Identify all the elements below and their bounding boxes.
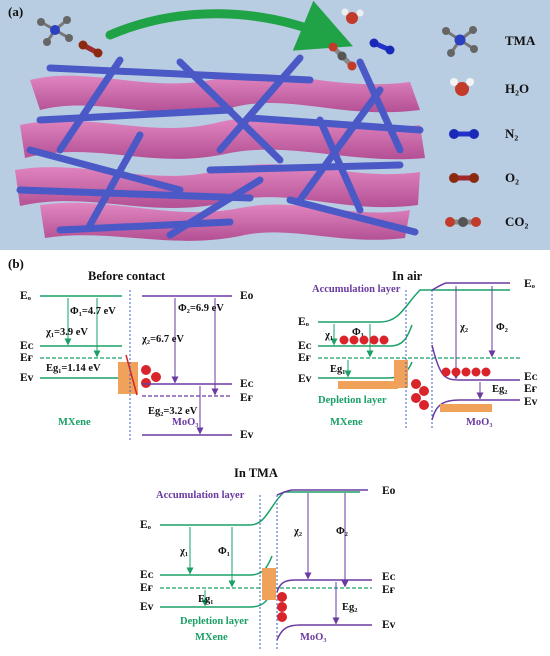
before-eo-right: Eo xyxy=(240,290,254,302)
before-eg2: Eg₂=3.2 eV xyxy=(148,406,198,417)
legend-label-tma: TMA xyxy=(505,33,536,48)
air-eo-left: Eₒ xyxy=(298,316,310,328)
tma-mxene-label: MXene xyxy=(195,632,228,643)
before-eo-left: Eₒ xyxy=(20,290,32,302)
before-mxene-label: MXene xyxy=(58,417,91,428)
gas-flow-arrow xyxy=(105,0,353,51)
tma-ef-left: Eғ xyxy=(140,582,153,594)
water-legend-icon xyxy=(450,78,474,96)
before-phi2: Φ₂=6.9 eV xyxy=(178,303,224,314)
tma-eo-left: Eₒ xyxy=(140,519,152,531)
before-chi1: χ₁=3.9 eV xyxy=(45,327,88,338)
water-molecule-product xyxy=(341,8,364,24)
legend-label-water: H₂O xyxy=(505,81,529,96)
before-ef-left: Eғ xyxy=(20,352,33,364)
tma-eo-right: Eo xyxy=(382,485,396,497)
tma-molecule-source xyxy=(37,16,73,46)
tma-ec-right: Eᴄ xyxy=(382,571,396,583)
air-mxene-label: MXene xyxy=(330,417,363,428)
tma-accumulation-label: Accumulation layer xyxy=(156,490,245,501)
before-ec-right: Eᴄ xyxy=(240,378,254,390)
in-air-diagram: In air Accumulation layer Eₒ Eᴄ Eғ Eᴠ χ₁… xyxy=(298,269,538,428)
tma-eg2: Eg₂ xyxy=(342,602,357,613)
air-ec-left: Eᴄ xyxy=(298,340,312,352)
before-ec-left: Eᴄ xyxy=(20,340,34,352)
legend: TMA H₂O N₂ O₂ xyxy=(442,26,536,229)
air-mxene-electrons xyxy=(339,335,389,345)
air-phi1: Φ₁ xyxy=(352,327,364,338)
before-chi2: χ₂=6.7 eV xyxy=(141,334,184,345)
carbon-dioxide-legend-icon xyxy=(445,217,481,227)
air-ev-right: Eᴠ xyxy=(524,396,538,408)
tma-phi2: Φ₂ xyxy=(336,526,348,537)
tma-depletion-label: Depletion layer xyxy=(180,616,249,627)
air-moo3-electrons xyxy=(441,367,491,377)
air-mxene-holes xyxy=(338,360,408,389)
air-phi2: Φ₂ xyxy=(496,322,508,333)
tma-ec-left: Eᴄ xyxy=(140,569,154,581)
before-eg1: Eg₁=1.14 eV xyxy=(46,363,101,374)
tma-eg1: Eg₁ xyxy=(198,594,213,605)
before-title: Before contact xyxy=(88,269,166,283)
tma-mxene-holes xyxy=(262,568,276,600)
air-accumulation-label: Accumulation layer xyxy=(312,284,401,295)
air-ef-right: Eғ xyxy=(524,383,537,395)
tma-ef-right: Eғ xyxy=(382,584,395,596)
carbon-dioxide-molecule-product xyxy=(328,42,357,71)
legend-label-co2: CO₂ xyxy=(505,214,529,229)
air-moo3-holes xyxy=(440,404,492,412)
tma-chi1: χ₁ xyxy=(179,546,188,557)
air-chi2: χ₂ xyxy=(459,322,468,333)
air-ef-left: Eғ xyxy=(298,352,311,364)
before-phi1: Φ₁=4.7 eV xyxy=(70,306,116,317)
air-chi1: χ₁ xyxy=(324,330,333,341)
tma-ev-right: Eᴠ xyxy=(382,619,396,631)
before-contact-diagram: Before contact Eₒ Eᴄ Eғ Eᴠ Φ₁=4.7 eV χ₁=… xyxy=(20,269,254,441)
air-moo3-label: MoO₃ xyxy=(466,417,492,428)
air-ec-right: Eᴄ xyxy=(524,371,538,383)
air-eg1: Eg₁ xyxy=(330,364,345,375)
tma-ev-left: Eᴠ xyxy=(140,601,154,613)
before-ev-right: Eᴠ xyxy=(240,429,254,441)
in-tma-diagram: In TMA Accumulation layer Eₒ Eᴄ Eғ Eᴠ χ₁… xyxy=(140,466,396,650)
tma-phi1: Φ₁ xyxy=(218,546,230,557)
before-interface-charges xyxy=(118,354,161,396)
tma-interface-electrons xyxy=(277,592,287,622)
tma-title: In TMA xyxy=(234,466,278,480)
air-eg2: Eg₂ xyxy=(492,384,507,395)
moo3-nanofibers xyxy=(16,54,424,239)
before-ef-right: Eғ xyxy=(240,392,253,404)
air-ev-left: Eᴠ xyxy=(298,373,312,385)
before-moo3-label: MoO₃ xyxy=(172,417,198,428)
panel-a-label: (a) xyxy=(8,4,23,19)
panel-b-label: (b) xyxy=(8,256,24,271)
tma-legend-icon xyxy=(442,26,478,57)
nitrogen-molecule-product xyxy=(369,38,395,55)
tma-moo3-label: MoO₃ xyxy=(300,632,326,643)
oxygen-legend-icon xyxy=(449,173,479,183)
legend-label-nitrogen: N₂ xyxy=(505,126,518,141)
before-ev-left: Eᴠ xyxy=(20,372,34,384)
air-title: In air xyxy=(392,269,423,283)
legend-label-oxygen: O₂ xyxy=(505,170,519,185)
air-depletion-label: Depletion layer xyxy=(318,395,387,406)
air-eo-right: Eₒ xyxy=(524,278,536,290)
oxygen-molecule-source xyxy=(78,40,103,58)
tma-chi2: χ₂ xyxy=(293,526,302,537)
air-interface-electrons xyxy=(411,379,429,410)
nitrogen-legend-icon xyxy=(449,129,479,139)
